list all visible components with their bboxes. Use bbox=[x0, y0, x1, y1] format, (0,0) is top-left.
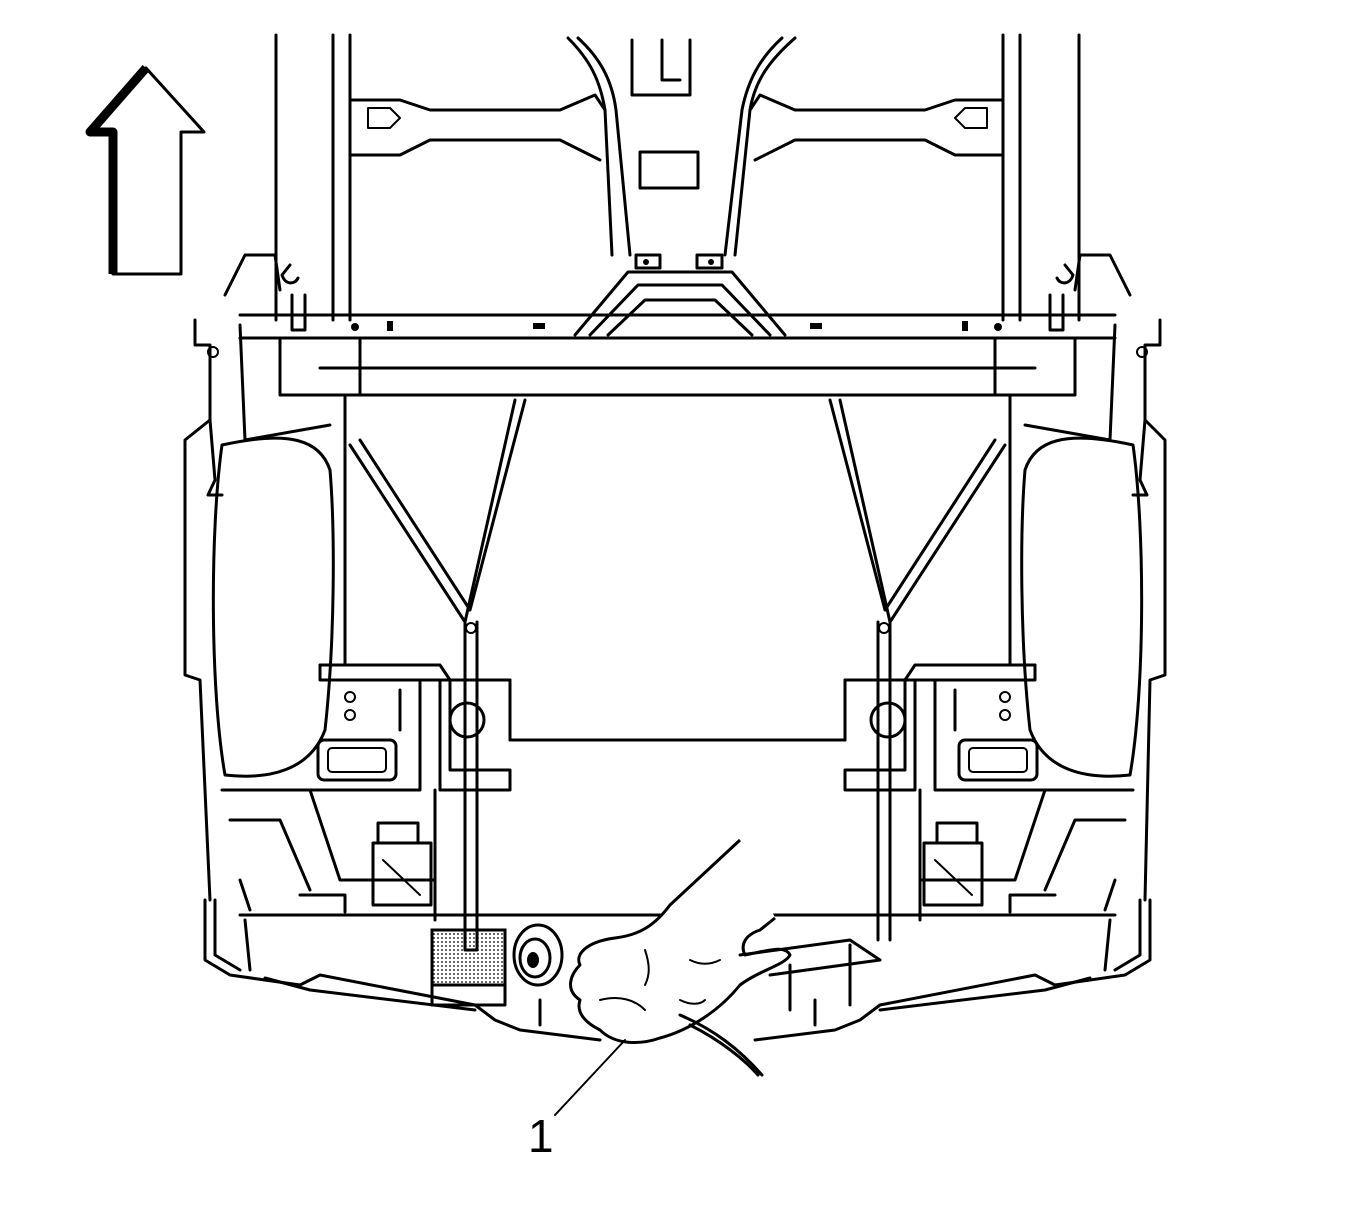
tow-pad bbox=[430, 908, 507, 1007]
upper-cross-members bbox=[348, 93, 1005, 162]
fastener bbox=[512, 923, 564, 987]
front-cross-bar bbox=[238, 313, 1117, 397]
right-headlamp-bracket bbox=[843, 663, 1047, 792]
upper-frame-rails bbox=[274, 33, 1081, 322]
up-arrow-icon bbox=[85, 65, 206, 276]
right-v-brace bbox=[828, 398, 1007, 942]
center-tunnel bbox=[566, 36, 797, 337]
hand-illustration bbox=[569, 838, 882, 1077]
left-headlamp-bracket bbox=[308, 663, 512, 792]
lower-right-structure bbox=[918, 788, 1135, 922]
callout-1: 1 bbox=[528, 1039, 626, 1162]
callout-label-1: 1 bbox=[528, 1110, 554, 1162]
radiator-support bbox=[343, 393, 1012, 742]
right-wheelhouse bbox=[1020, 253, 1167, 902]
lower-left-structure bbox=[220, 788, 437, 922]
lower-bumper-beam bbox=[203, 898, 1152, 1042]
left-v-brace bbox=[348, 398, 527, 942]
left-wheelhouse bbox=[183, 253, 335, 902]
